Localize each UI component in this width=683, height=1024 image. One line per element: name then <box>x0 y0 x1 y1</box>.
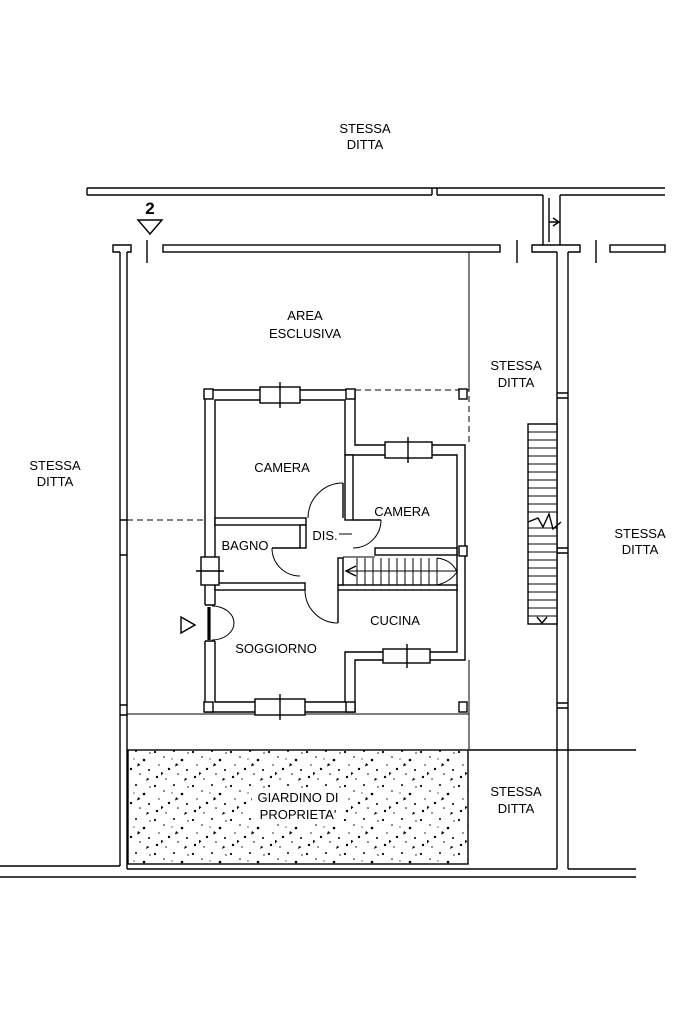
door-camera-right <box>352 519 382 549</box>
neighbor-label-right-middle-line2: DITTA <box>622 542 659 557</box>
entrance-door <box>180 604 235 642</box>
external-staircase-steps <box>528 431 557 617</box>
exclusive-area-label-line2: ESCLUSIVA <box>269 326 341 341</box>
door-swing-arc <box>352 519 382 549</box>
pillar <box>203 701 214 713</box>
boundary-wall-bottom <box>0 865 636 878</box>
wall-dis-stairs <box>337 557 344 586</box>
neighbor-label-top-line2: DITTA <box>347 137 384 152</box>
neighbor-label-right-lower-line1: STESSA <box>490 784 542 799</box>
neighbor-label-left-line2: DITTA <box>37 474 74 489</box>
room-label-dis: DIS. <box>312 528 337 543</box>
section-marker-number: 2 <box>145 199 154 218</box>
room-label-camera-left: CAMERA <box>254 460 310 475</box>
entrance-arrow-icon <box>180 615 197 635</box>
door-swing-arc <box>304 589 339 624</box>
neighbor-label-right-middle-line1: STESSA <box>614 526 666 541</box>
pillar <box>345 701 356 713</box>
garden-label-line1: GIARDINO DI <box>258 790 339 805</box>
pillar <box>458 545 468 557</box>
window-soggiorno <box>254 694 306 720</box>
boundary-wall-top <box>86 187 665 196</box>
room-label-camera-right: CAMERA <box>374 504 430 519</box>
neighbor-label-top-line1: STESSA <box>339 121 391 136</box>
room-label-cucina: CUCINA <box>370 613 420 628</box>
exclusive-area-label-line1: AREA <box>287 308 323 323</box>
neighbor-label-right-upper-line1: STESSA <box>490 358 542 373</box>
wall-camera-stairs <box>374 547 458 556</box>
door-swing-arc <box>211 605 235 641</box>
neighbor-label-right-upper-line2: DITTA <box>498 375 535 390</box>
internal-staircase-arrow-icon <box>344 565 357 577</box>
boundary-wall-upper <box>162 244 501 253</box>
section-marker-triangle-icon <box>136 219 164 236</box>
window-camera-right <box>384 437 433 463</box>
wall-bagno-soggiorno <box>214 582 306 591</box>
wall-camera-bagno <box>214 517 307 526</box>
wall-camera-camera <box>344 454 354 521</box>
boundary-wall-upper-right <box>609 244 666 253</box>
pillar <box>203 388 214 400</box>
door-swing-arc <box>307 482 344 519</box>
neighbor-label-left-line1: STESSA <box>29 458 81 473</box>
staircase-break-line <box>527 511 562 531</box>
exclusive-area-dashed-boundary <box>127 389 470 521</box>
pillar <box>345 388 356 400</box>
window-cucina <box>382 644 431 668</box>
garden-label-background <box>252 788 344 824</box>
window-camera-left <box>259 382 301 408</box>
entrance-jambs <box>205 604 215 642</box>
garden-label-line2: PROPRIETA' <box>260 807 337 822</box>
neighbor-label-right-lower-line2: DITTA <box>498 801 535 816</box>
door-bagno <box>271 547 301 577</box>
room-label-soggiorno: SOGGIORNO <box>235 641 317 656</box>
door-camera-left <box>307 482 344 519</box>
wall-bagno-dis <box>299 524 307 549</box>
wall-stairs-cucina <box>337 584 458 591</box>
room-label-bagno: BAGNO <box>222 538 269 553</box>
boundary-wall-left <box>119 252 128 869</box>
door-soggiorno <box>304 589 339 624</box>
window-bagno <box>196 556 224 586</box>
survey-tick-marks <box>146 240 597 263</box>
ventilation-chute <box>542 195 561 245</box>
pillar <box>458 388 468 400</box>
chute-arrow-icon <box>552 217 561 227</box>
internal-staircase-winders <box>436 557 458 586</box>
boundary-corner-left <box>112 244 132 253</box>
pillar <box>458 701 468 713</box>
staircase-arrow-icon <box>536 616 548 625</box>
door-swing-arc <box>271 547 301 577</box>
boundary-pillar <box>531 244 581 253</box>
external-staircase <box>527 423 558 625</box>
